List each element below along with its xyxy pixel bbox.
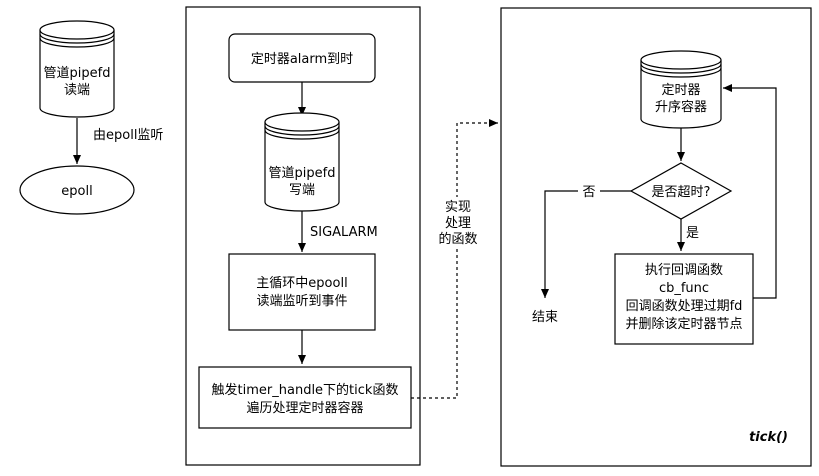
end-label: 结束 [532,310,558,325]
trigger-line-2: 遍历处理定时器容器 [246,400,363,416]
container-line-2: 升序容器 [655,99,707,115]
mainloop-line-2: 读端监听到事件 [256,294,347,309]
container-line-1: 定时器 [661,83,700,98]
yes-label: 是 [686,226,699,241]
pipe-read-line-1: 管道pipefd [44,66,111,81]
arrow-no-to-end [541,190,631,298]
exec-line-3: 回调函数处理过期fd [626,299,743,314]
sigalarm-label: SIGALARM [310,225,378,240]
pipe-read-line-2: 读端 [64,83,90,98]
exec-line-2: cb_func [659,281,709,296]
arrow-loop-back [723,84,777,299]
pipe-write-database: 管道pipefd 写端 [264,112,340,212]
pipe-write-line-1: 管道pipefd [269,166,336,181]
connector-label-line-3: 的函数 [438,231,477,247]
mainloop-box: 主循环中epooll 读端监听到事件 [228,253,376,331]
timer-container-database: 定时器 升序容器 [640,50,722,129]
connector-label-bg [430,197,486,249]
alarm-box: 定时器alarm到时 [228,33,376,83]
exec-line-1: 执行回调函数 [645,263,723,278]
trigger-line-1: 触发timer_handle下的tick函数 [212,382,399,398]
exec-line-4: 并删除该定时器节点 [625,317,742,332]
epoll-listen-label: 由epoll监听 [93,128,163,143]
connector-label-line-1: 实现 [445,200,471,215]
mainloop-line-1: 主循环中epooll [256,276,347,291]
pipe-read-database: 管道pipefd 读端 [39,20,115,118]
pipe-write-line-2: 写端 [289,183,315,198]
connector-label-line-2: 处理 [445,216,471,231]
trigger-box: 触发timer_handle下的tick函数 遍历处理定时器容器 [198,366,412,429]
alarm-label: 定时器alarm到时 [251,52,353,67]
epoll-node: epoll [19,165,135,215]
no-label: 否 [582,185,595,200]
epoll-label: epoll [61,184,92,199]
no-label-bg [578,182,600,200]
dashed-connector-arrow [411,119,498,399]
timeout-decision: 是否超时? [629,162,733,220]
callback-exec-box: 执行回调函数 cb_func 回调函数处理过期fd 并删除该定时器节点 [614,253,754,345]
tick-panel-title: tick() [749,430,788,445]
decision-label: 是否超时? [652,185,711,200]
